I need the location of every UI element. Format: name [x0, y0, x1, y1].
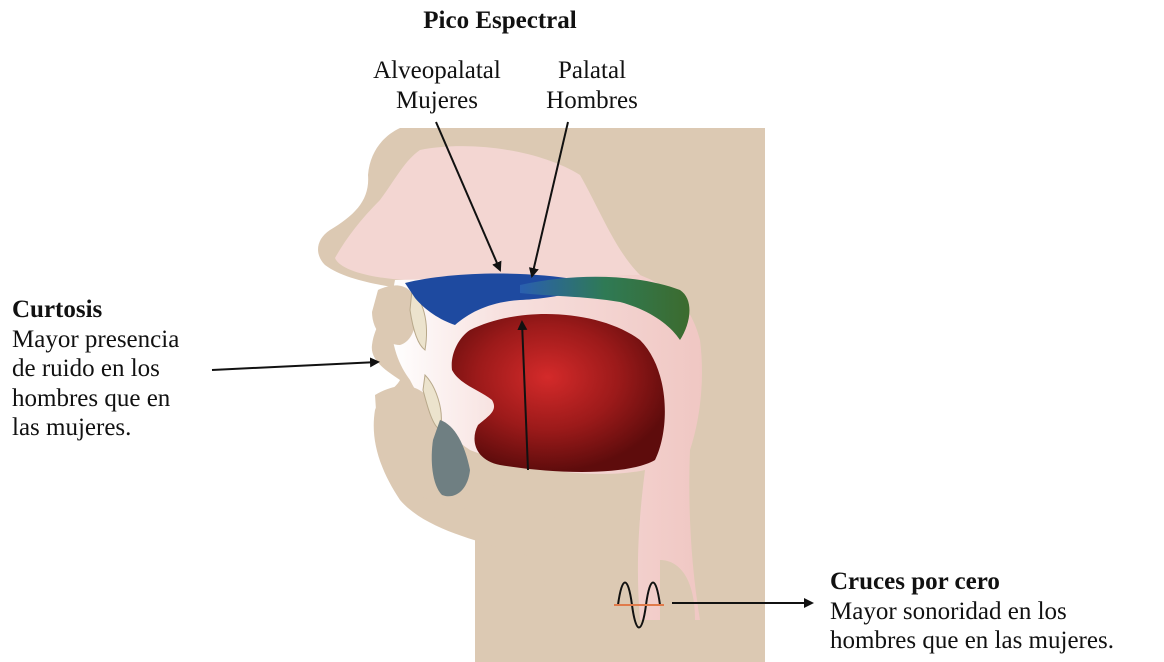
- alveopalatal-label: Alveopalatal Mujeres: [352, 56, 522, 115]
- curtosis-line: hombres que en: [12, 384, 179, 414]
- curtosis-heading: Curtosis: [12, 295, 179, 325]
- palatal-line2: Hombres: [522, 86, 662, 116]
- alveopalatal-line1: Alveopalatal: [352, 56, 522, 86]
- palatal-line1: Palatal: [522, 56, 662, 86]
- cruces-line: Mayor sonoridad en los: [830, 597, 1114, 627]
- curtosis-annotation: Curtosis Mayor presencia de ruido en los…: [12, 295, 179, 443]
- curtosis-line: las mujeres.: [12, 413, 179, 443]
- diagram-title: Pico Espectral: [390, 6, 610, 36]
- curtosis-arrow: [212, 362, 378, 370]
- alveopalatal-line2: Mujeres: [352, 86, 522, 116]
- curtosis-line: de ruido en los: [12, 354, 179, 384]
- curtosis-line: Mayor presencia: [12, 325, 179, 355]
- cruces-annotation: Cruces por cero Mayor sonoridad en los h…: [830, 567, 1114, 656]
- cruces-line: hombres que en las mujeres.: [830, 626, 1114, 656]
- tongue: [452, 314, 665, 472]
- palatal-label: Palatal Hombres: [522, 56, 662, 115]
- cruces-heading: Cruces por cero: [830, 567, 1114, 597]
